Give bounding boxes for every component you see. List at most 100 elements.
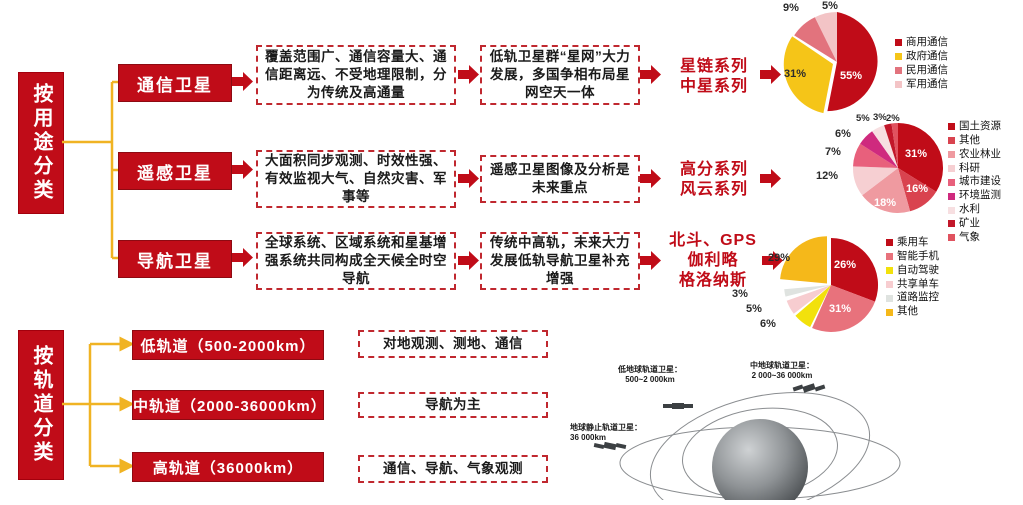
- pie-2-label-6: 5%: [856, 113, 870, 124]
- orbit-label-1: 中轨道（2000-36000km）: [132, 390, 326, 420]
- use-feature-1-text: 大面积同步观测、时效性强、有效监视大气、自然灾害、军事等: [265, 152, 447, 205]
- legend-item: 智能手机: [886, 250, 939, 264]
- use-label-1-text: 遥感卫星: [137, 163, 213, 183]
- use-feature-2: 全球系统、区域系统和星基增强系统共同构成全天候全时空导航: [256, 232, 456, 290]
- legend-label: 民用通信: [906, 63, 948, 76]
- pie-chart-communication: 55% 31% 9% 5%: [782, 0, 892, 115]
- use-label-1: 遥感卫星: [118, 152, 232, 190]
- use-label-2-text: 导航卫星: [137, 251, 213, 271]
- orbit-use-1-text: 导航为主: [425, 396, 481, 412]
- legend-item: 其他: [886, 305, 939, 319]
- legend-swatch: [886, 267, 893, 275]
- orbit-label-2: 高轨道（36000km）: [132, 452, 324, 482]
- legend-swatch: [948, 151, 955, 159]
- orbit-diagram-geo-label: 地球静止轨道卫星： 36 000km: [570, 413, 642, 443]
- legend-label: 农业林业: [959, 147, 1001, 160]
- orbit-diagram-meo-text: 中地球轨道卫星： 2 000~36 000km: [750, 361, 814, 380]
- use-trend-0: 低轨卫星群“星网”大力发展，多国争相布局星网空天一体: [480, 45, 640, 105]
- use-trend-1-text: 遥感卫星图像及分析是未来重点: [490, 161, 630, 195]
- legend-label: 共享单车: [897, 277, 939, 290]
- use-trend-0-text: 低轨卫星群“星网”大力发展，多国争相布局星网空天一体: [489, 48, 631, 101]
- legend-item: 矿业: [948, 217, 1001, 231]
- legend-item: 国土资源: [948, 120, 1001, 134]
- legend-item: 水利: [948, 203, 1001, 217]
- legend-swatch: [895, 67, 902, 75]
- pie-2-label-4: 7%: [825, 146, 841, 158]
- legend-label: 水利: [959, 203, 980, 216]
- connector-by-orbit: [62, 336, 135, 474]
- legend-swatch: [886, 281, 893, 288]
- orbit-use-2: 通信、导航、气象观测: [358, 455, 548, 483]
- pie-3-label-2: 6%: [760, 318, 776, 330]
- legend-item: 军用通信: [895, 78, 948, 92]
- legend-label: 其他: [897, 305, 918, 318]
- pie-1-svg: [783, 12, 878, 114]
- legend-swatch: [886, 308, 893, 316]
- arrow-use-2-b: [458, 251, 479, 270]
- use-series-2: 北斗、GPS 伽利略 格洛纳斯: [658, 232, 768, 290]
- legend-label: 环境监测: [959, 189, 1001, 202]
- arrow-use-1-a: [232, 160, 253, 179]
- orbit-diagram-svg: [593, 383, 901, 505]
- use-feature-1: 大面积同步观测、时效性强、有效监视大气、自然灾害、军事等: [256, 150, 456, 208]
- pie-3-label-5: 29%: [768, 252, 791, 264]
- arrow-use-1-b: [458, 169, 479, 188]
- orbit-use-1: 导航为主: [358, 392, 548, 418]
- pie-3-legend: 乘用车 智能手机 自动驾驶 共享单车 道路监控 其他: [886, 236, 939, 319]
- pie-2-label-7: 3%: [873, 112, 887, 123]
- use-trend-2-text: 传统中高轨，未来大力发展低轨导航卫星补充增强: [490, 234, 630, 287]
- legend-label: 自动驾驶: [897, 263, 939, 276]
- legend-swatch: [948, 220, 955, 228]
- pie-2-label-8: 2%: [886, 113, 900, 124]
- pie-1-label-3: 5%: [822, 0, 838, 12]
- legend-item: 科研: [948, 162, 1001, 176]
- legend-item: 城市建设: [948, 175, 1001, 189]
- legend-item: 民用通信: [895, 64, 948, 78]
- satellite-geo: [593, 441, 627, 451]
- category-by-use-label: 按用途分类: [30, 83, 52, 203]
- legend-item: 环境监测: [948, 189, 1001, 203]
- legend-label: 国土资源: [959, 120, 1001, 132]
- pie-3-label-0: 26%: [834, 259, 857, 271]
- legend-swatch: [948, 206, 955, 214]
- pie-2-label-1: 16%: [906, 183, 929, 195]
- legend-item: 气象: [948, 231, 1001, 245]
- arrow-use-2-d: [762, 251, 783, 270]
- legend-label: 科研: [959, 161, 980, 174]
- legend-label: 气象: [959, 230, 980, 243]
- category-by-use: 按用途分类: [18, 72, 64, 214]
- pie-1-legend: 商用通信 政府通信 民用通信 军用通信: [895, 36, 948, 91]
- pie-2-legend: 国土资源 其他 农业林业 科研 城市建设 环境监测 水利 矿业 气象: [948, 120, 1001, 245]
- orbit-use-0: 对地观测、测地、通信: [358, 330, 548, 358]
- orbit-diagram-meo-label: 中地球轨道卫星： 2 000~36 000km: [750, 351, 814, 381]
- use-label-2: 导航卫星: [118, 240, 232, 278]
- legend-label: 商用通信: [906, 36, 948, 48]
- pie-2-label-0: 31%: [905, 148, 928, 160]
- legend-label: 智能手机: [897, 249, 939, 262]
- pie-1-label-1: 31%: [784, 68, 807, 80]
- orbit-diagram-geo-text: 地球静止轨道卫星： 36 000km: [570, 423, 642, 442]
- arrow-use-0-d: [760, 65, 781, 84]
- legend-swatch: [886, 239, 893, 247]
- legend-swatch: [948, 234, 955, 242]
- legend-swatch: [895, 81, 902, 88]
- pie-1-label-0: 55%: [840, 70, 863, 82]
- legend-swatch: [948, 165, 955, 172]
- use-feature-0: 覆盖范围广、通信容量大、通信距离远、不受地理限制，分为传统及高通量: [256, 45, 456, 105]
- arrow-use-0-a: [232, 72, 253, 91]
- legend-item: 自动驾驶: [886, 264, 939, 278]
- pie-2-label-5: 6%: [835, 128, 851, 140]
- legend-label: 道路监控: [897, 291, 939, 304]
- arrow-use-2-a: [232, 248, 253, 267]
- satellite-meo: [792, 383, 826, 393]
- use-series-1-text: 高分系列 风云系列: [679, 161, 748, 198]
- legend-swatch: [895, 39, 902, 47]
- orbit-label-2-text: 高轨道（36000km）: [152, 459, 304, 477]
- use-series-0-text: 星链系列 中星系列: [679, 58, 748, 95]
- category-by-orbit-label: 按轨道分类: [30, 345, 52, 465]
- orbit-diagram-leo-text: 低地球轨道卫星： 500~2 000km: [618, 365, 682, 384]
- legend-label: 军用通信: [906, 77, 948, 90]
- pie-3-label-4: 3%: [732, 288, 748, 300]
- legend-swatch: [895, 53, 902, 61]
- legend-item: 农业林业: [948, 148, 1001, 162]
